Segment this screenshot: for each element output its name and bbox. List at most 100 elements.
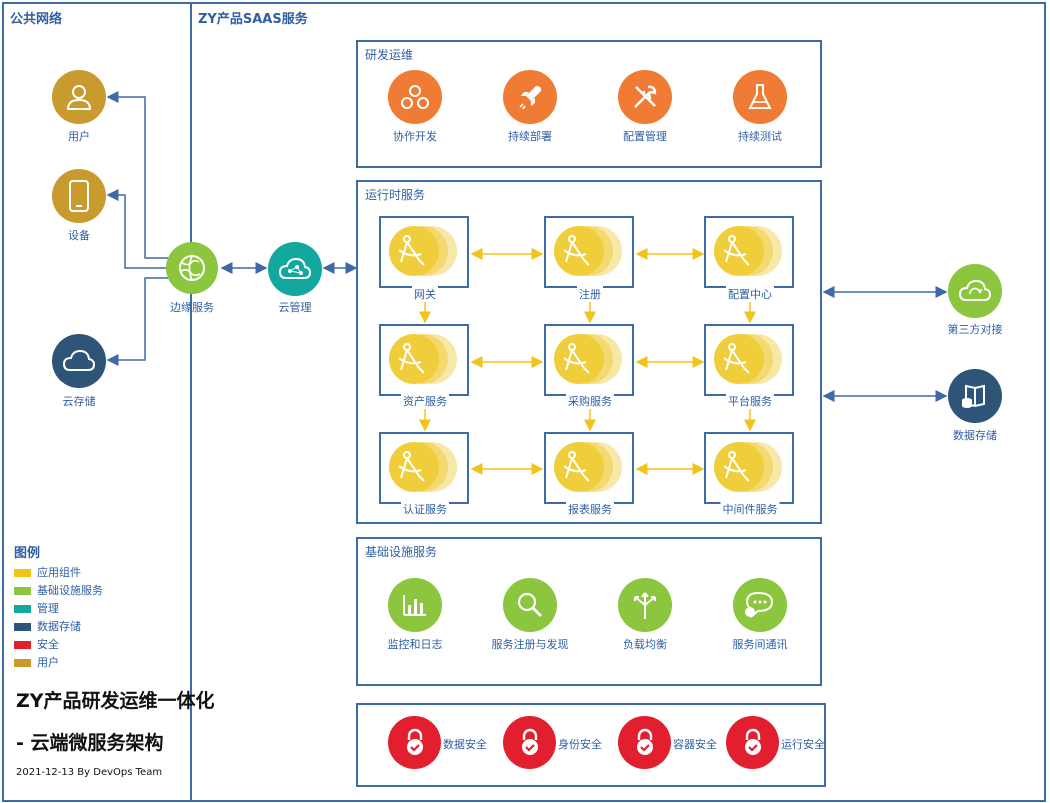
runtime-service-box[interactable] <box>544 432 634 504</box>
legend-swatch <box>14 569 31 577</box>
runtime-service-label: 中间件服务 <box>720 501 780 517</box>
compass-icon <box>554 334 604 384</box>
tools-icon <box>634 85 657 108</box>
saas-title: ZY产品SAAS服务 <box>198 12 308 27</box>
legend-label: 应用组件 <box>37 566 81 579</box>
compass-icon <box>554 442 604 492</box>
runtime-service-box[interactable] <box>544 216 634 288</box>
caption-date: 2021-12-13 By DevOps Team <box>16 767 163 778</box>
cloud-storage-label: 云存储 <box>62 395 96 408</box>
compass-icon <box>554 226 604 276</box>
cloud-network-icon <box>278 257 312 279</box>
runtime-service-box[interactable] <box>704 432 794 504</box>
legend-label: 基础设施服务 <box>37 584 103 597</box>
devops-test-node[interactable] <box>733 70 787 124</box>
security-node[interactable] <box>618 716 671 769</box>
data-storage-label: 数据存储 <box>953 429 997 442</box>
legend-label: 管理 <box>37 602 59 615</box>
compass-icon <box>389 226 439 276</box>
caption-line1: ZY产品研发运维一体化 <box>16 690 215 712</box>
runtime-service-label: 平台服务 <box>726 393 774 409</box>
runtime-service-box[interactable] <box>379 432 469 504</box>
runtime-title: 运行时服务 <box>365 188 426 202</box>
infra-monitor-label: 监控和日志 <box>387 638 443 651</box>
cloud-storage-node[interactable] <box>52 334 106 388</box>
user-icon <box>66 85 92 110</box>
infra-discovery-node[interactable] <box>503 578 557 632</box>
legend-item: 用户 <box>14 654 59 670</box>
legend-item: 应用组件 <box>14 564 81 580</box>
lock-check-icon <box>744 728 761 755</box>
infra-comm-node[interactable] <box>733 578 787 632</box>
legend-swatch <box>14 605 31 613</box>
runtime-service-box[interactable] <box>379 216 469 288</box>
runtime-service-box[interactable] <box>704 216 794 288</box>
legend-label: 用户 <box>37 656 59 669</box>
compass-icon <box>714 334 764 384</box>
devops-config-label: 配置管理 <box>623 130 667 143</box>
cloud-sync-icon <box>958 279 992 301</box>
legend-swatch <box>14 641 31 649</box>
legend-swatch <box>14 587 31 595</box>
compass-icon <box>389 442 439 492</box>
lock-check-icon <box>521 728 538 755</box>
cloud-mgmt-node[interactable] <box>268 242 322 296</box>
edge-service-label: 边缘服务 <box>170 301 214 314</box>
security-node[interactable] <box>503 716 556 769</box>
cloud-mgmt-label: 云管理 <box>278 301 312 314</box>
magnifier-icon <box>517 592 543 618</box>
security-node[interactable] <box>388 716 441 769</box>
phone-icon <box>69 180 89 212</box>
devops-collab-label: 协作开发 <box>393 130 437 143</box>
security-label: 运行安全 <box>781 738 825 751</box>
compass-icon <box>389 334 439 384</box>
infra-lb-node[interactable] <box>618 578 672 632</box>
device-label: 设备 <box>68 229 90 242</box>
load-balance-icon <box>634 592 656 619</box>
runtime-service-box[interactable] <box>379 324 469 396</box>
legend-item: 管理 <box>14 600 59 616</box>
devops-collab-node[interactable] <box>388 70 442 124</box>
runtime-service-box[interactable] <box>704 324 794 396</box>
user-node[interactable] <box>52 70 106 124</box>
infra-title: 基础设施服务 <box>365 545 438 559</box>
legend-item: 安全 <box>14 636 59 652</box>
caption-line2: - 云端微服务架构 <box>16 732 164 754</box>
public-network-zone <box>2 2 192 802</box>
compass-icon <box>714 442 764 492</box>
security-label: 数据安全 <box>443 738 487 751</box>
legend-title: 图例 <box>14 546 41 561</box>
security-label: 身份安全 <box>558 738 602 751</box>
security-label: 容器安全 <box>673 738 717 751</box>
infra-monitor-node[interactable] <box>388 578 442 632</box>
flask-icon <box>748 84 772 109</box>
runtime-service-label: 采购服务 <box>566 393 614 409</box>
edge-service-node[interactable] <box>166 242 218 294</box>
cloud-icon <box>62 349 96 371</box>
lock-check-icon <box>406 728 423 755</box>
lock-check-icon <box>636 728 653 755</box>
data-storage-node[interactable] <box>948 369 1002 423</box>
runtime-service-label: 注册 <box>577 286 603 302</box>
legend-label: 数据存储 <box>37 620 81 633</box>
runtime-service-box[interactable] <box>544 324 634 396</box>
user-label: 用户 <box>68 130 90 143</box>
infra-lb-label: 负载均衡 <box>623 638 667 651</box>
third-party-label: 第三方对接 <box>947 323 1003 336</box>
monitor-chart-icon <box>403 595 426 616</box>
device-node[interactable] <box>52 169 106 223</box>
legend-item: 基础设施服务 <box>14 582 103 598</box>
legend-swatch <box>14 623 31 631</box>
infra-discovery-label: 服务注册与发现 <box>491 638 569 651</box>
public-network-title: 公共网络 <box>10 12 63 27</box>
devops-title: 研发运维 <box>365 48 414 62</box>
third-party-node[interactable] <box>948 264 1002 318</box>
devops-test-label: 持续测试 <box>738 130 782 143</box>
compass-icon <box>714 226 764 276</box>
devops-config-node[interactable] <box>618 70 672 124</box>
security-node[interactable] <box>726 716 779 769</box>
devops-deploy-node[interactable] <box>503 70 557 124</box>
team-icon <box>401 85 429 109</box>
database-book-icon <box>962 384 985 408</box>
